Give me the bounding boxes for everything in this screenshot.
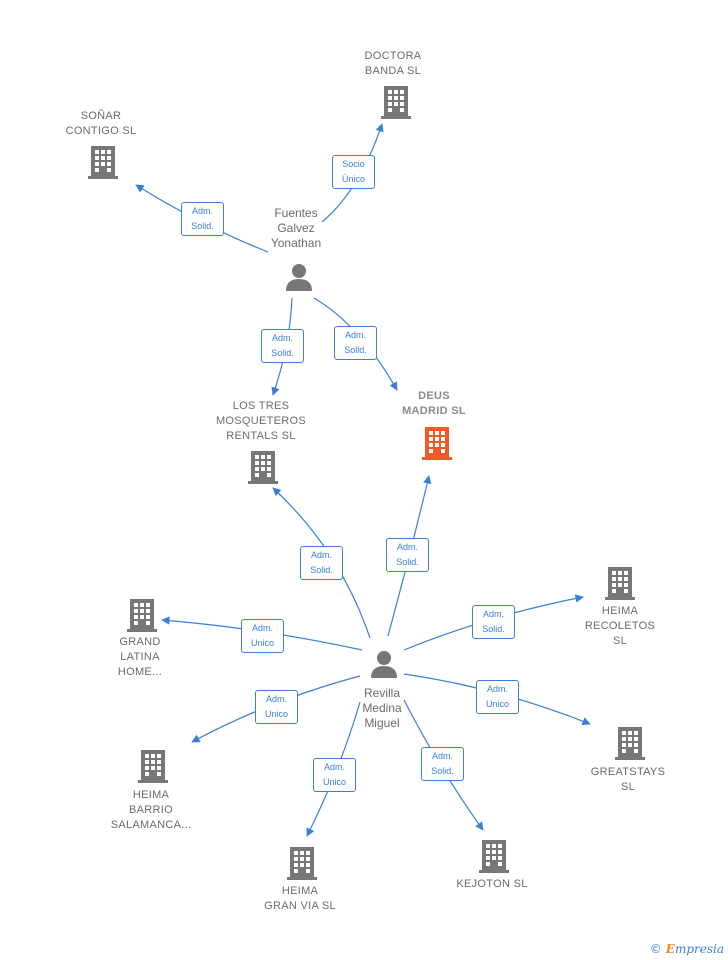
- edge-label-adm-solid: Adm. Solid.: [300, 546, 343, 580]
- building-icon[interactable]: [247, 449, 279, 485]
- edge-label-adm-solid: Adm. Solid.: [181, 202, 224, 236]
- edge-label-socio-unico: Socio Único: [332, 155, 375, 189]
- empresia-logo[interactable]: ©Empresia: [650, 942, 724, 956]
- building-icon[interactable]: [604, 565, 636, 601]
- node-label-grand-latina-home: GRAND LATINA HOME...: [117, 636, 163, 678]
- node-label-heima-recoletos: HEIMA RECOLETOS SL: [584, 605, 656, 647]
- node-label-sonar-contigo: SOÑAR CONTIGO SL: [65, 110, 137, 137]
- edge-label-adm-unico: Adm. Unico: [241, 619, 284, 653]
- person-icon[interactable]: [284, 262, 314, 292]
- node-label-deus-madrid: DEUS MADRID SL: [402, 390, 466, 417]
- node-label-doctora-banda: DOCTORA BANDA SL: [364, 50, 422, 77]
- copyright-symbol: ©: [649, 942, 662, 956]
- building-icon[interactable]: [614, 725, 646, 761]
- building-icon[interactable]: [421, 425, 453, 461]
- building-icon[interactable]: [126, 597, 158, 633]
- edge-label-adm-solid: Adm. Solid.: [472, 605, 515, 639]
- brand-initial: E: [665, 942, 675, 956]
- node-label-heima-barrio-salamanca: HEIMA BARRIO SALAMANCA...: [110, 789, 192, 831]
- building-icon[interactable]: [380, 84, 412, 120]
- edge-label-adm-solid: Adm. Solid.: [334, 326, 377, 360]
- person-label-fuentes: Fuentes Galvez Yonathan: [270, 206, 322, 250]
- node-label-kejoton: KEJOTON SL: [456, 878, 528, 890]
- node-label-heima-gran-via: HEIMA GRAN VIA SL: [264, 885, 336, 912]
- edge-label-adm-unico: Adm. Unico: [476, 680, 519, 714]
- node-label-los-tres-mosqueteros: LOS TRES MOSQUETEROS RENTALS SL: [215, 400, 307, 442]
- building-icon[interactable]: [286, 845, 318, 881]
- node-label-greatstays: GREATSTAYS SL: [590, 766, 666, 793]
- building-icon[interactable]: [137, 748, 169, 784]
- edge-label-adm-solid: Adm. Solid.: [261, 329, 304, 363]
- person-icon[interactable]: [369, 649, 399, 679]
- edge-label-adm-unico: Adm. Unico: [313, 758, 356, 792]
- building-icon[interactable]: [87, 144, 119, 180]
- edge-label-adm-solid: Adm. Solid.: [421, 747, 464, 781]
- edge-label-adm-solid: Adm. Solid.: [386, 538, 429, 572]
- building-icon[interactable]: [478, 838, 510, 874]
- brand-name: mpresia: [674, 942, 724, 956]
- edge-label-adm-unico: Adm. Unico: [255, 690, 298, 724]
- person-label-revilla: Revilla Medina Miguel: [362, 686, 402, 730]
